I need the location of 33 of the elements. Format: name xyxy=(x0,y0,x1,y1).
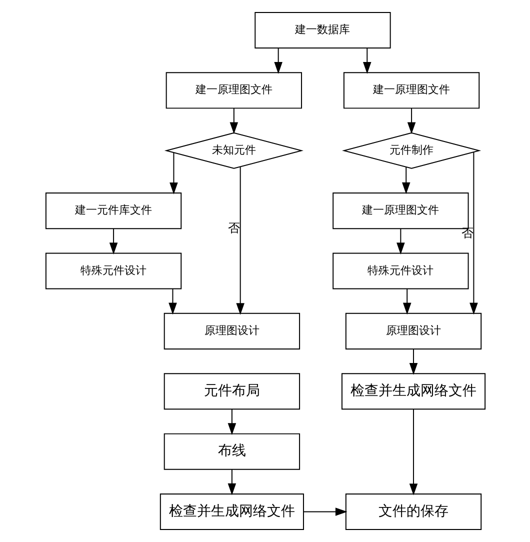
arrow xyxy=(362,48,371,74)
node-diamond: 未知元件 xyxy=(164,132,303,169)
arrow xyxy=(401,166,410,194)
node-box: 建一原理图文件 xyxy=(342,72,480,109)
arrow xyxy=(169,152,178,194)
arrow xyxy=(406,108,416,134)
arrow xyxy=(469,152,478,315)
node-box: 布线 xyxy=(163,433,300,470)
node-box: 检查并生成网络文件 xyxy=(340,373,486,410)
edge-label: 否 xyxy=(227,220,240,235)
node-box: 特殊元件设计 xyxy=(332,252,468,290)
node-box: 特殊元件设计 xyxy=(44,252,182,290)
node-box: 文件的保存 xyxy=(344,494,482,530)
arrow xyxy=(236,166,244,315)
arrow xyxy=(229,108,238,134)
node-box: 建一元件库文件 xyxy=(44,192,182,230)
node-box: 元件布局 xyxy=(163,373,300,410)
arrow xyxy=(302,508,347,516)
arrow xyxy=(168,288,176,315)
node-box: 原理图设计 xyxy=(163,312,300,350)
node-box: 建一原理图文件 xyxy=(165,72,302,109)
node-box: 原理图设计 xyxy=(344,312,482,350)
arrow xyxy=(108,228,118,254)
arrow xyxy=(274,48,282,74)
arrow xyxy=(408,408,418,496)
arrow xyxy=(227,469,236,496)
arrow xyxy=(396,228,404,254)
arrow xyxy=(402,288,411,315)
arrow xyxy=(227,408,236,436)
node-box: 检查并生成网络文件 xyxy=(159,494,304,530)
node-diamond: 元件制作 xyxy=(342,132,481,169)
node-box: 建一数据库 xyxy=(254,12,390,48)
arrow xyxy=(408,348,418,375)
